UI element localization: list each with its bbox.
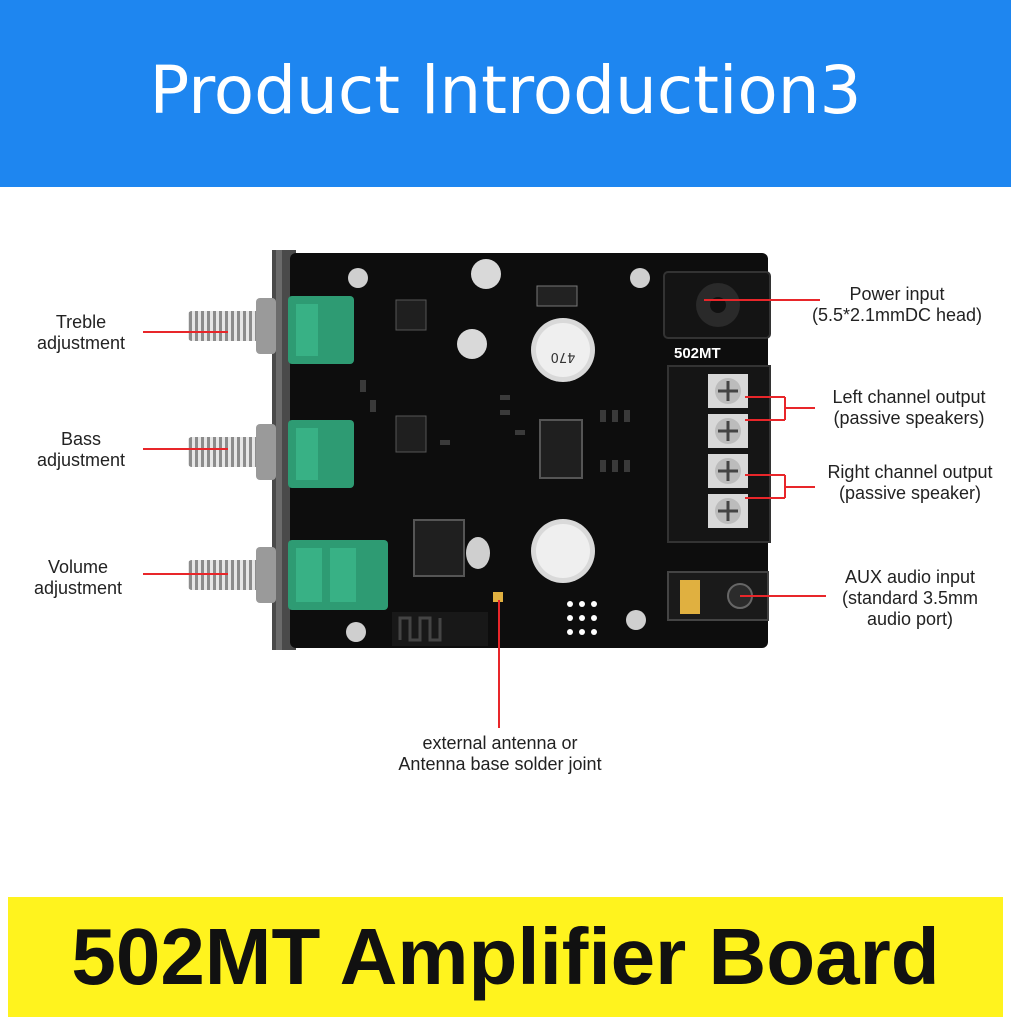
aux-input-label: AUX audio input (standard 3.5mm audio po… [820, 567, 1000, 630]
capacitor-icon: 470 [531, 318, 595, 382]
right-channel-label-line2: (passive speaker) [838, 483, 982, 503]
power-label-line2: (5.5*2.1mmDC head) [811, 305, 983, 325]
antenna-label-line2: Antenna base solder joint [398, 754, 602, 774]
bass-label-line1: Bass [60, 429, 102, 449]
volume-label-line2: adjustment [33, 578, 123, 598]
header-banner: Product lntroduction3 [0, 0, 1011, 187]
treble-knob-icon [188, 298, 276, 354]
aux-label-line3: audio port) [866, 609, 954, 629]
chip [539, 419, 583, 479]
bass-knob-icon [188, 424, 276, 480]
right-channel-label: Right channel output (passive speaker) [812, 462, 1008, 504]
left-channel-label: Left channel output (passive speakers) [814, 387, 1004, 429]
volume-label-line1: Volume [47, 557, 109, 577]
footer-title: 502MT Amplifier Board [71, 912, 940, 1001]
bass-label-line2: adjustment [36, 450, 126, 470]
bass-label: Bass adjustment [22, 429, 140, 471]
antenna-label-line1: external antenna or [422, 733, 578, 753]
aux-label-line1: AUX audio input [844, 567, 976, 587]
aux-label-line2: (standard 3.5mm [841, 588, 979, 608]
pcb [290, 253, 768, 648]
treble-label-line1: Treble [55, 312, 107, 332]
right-channel-label-line1: Right channel output [827, 462, 993, 482]
footer-banner: 502MT Amplifier Board [8, 897, 1003, 1017]
capacitor-icon [531, 519, 595, 583]
volume-label: Volume adjustment [16, 557, 140, 599]
chip [413, 519, 465, 577]
board-model-label: 502MT [674, 345, 721, 362]
left-channel-label-line1: Left channel output [832, 387, 986, 407]
antenna-label: external antenna or Antenna base solder … [360, 733, 640, 775]
treble-label-line2: adjustment [36, 333, 126, 353]
header-title: Product lntroduction3 [149, 52, 862, 129]
left-channel-label-line2: (passive speakers) [833, 408, 985, 428]
speaker-terminal-icon [667, 365, 771, 543]
power-input-label: Power input (5.5*2.1mmDC head) [792, 284, 1002, 326]
svg-text:470: 470 [551, 349, 576, 364]
treble-label: Treble adjustment [22, 312, 140, 354]
power-label-line1: Power input [849, 284, 945, 304]
dc-power-jack-icon [663, 271, 771, 339]
